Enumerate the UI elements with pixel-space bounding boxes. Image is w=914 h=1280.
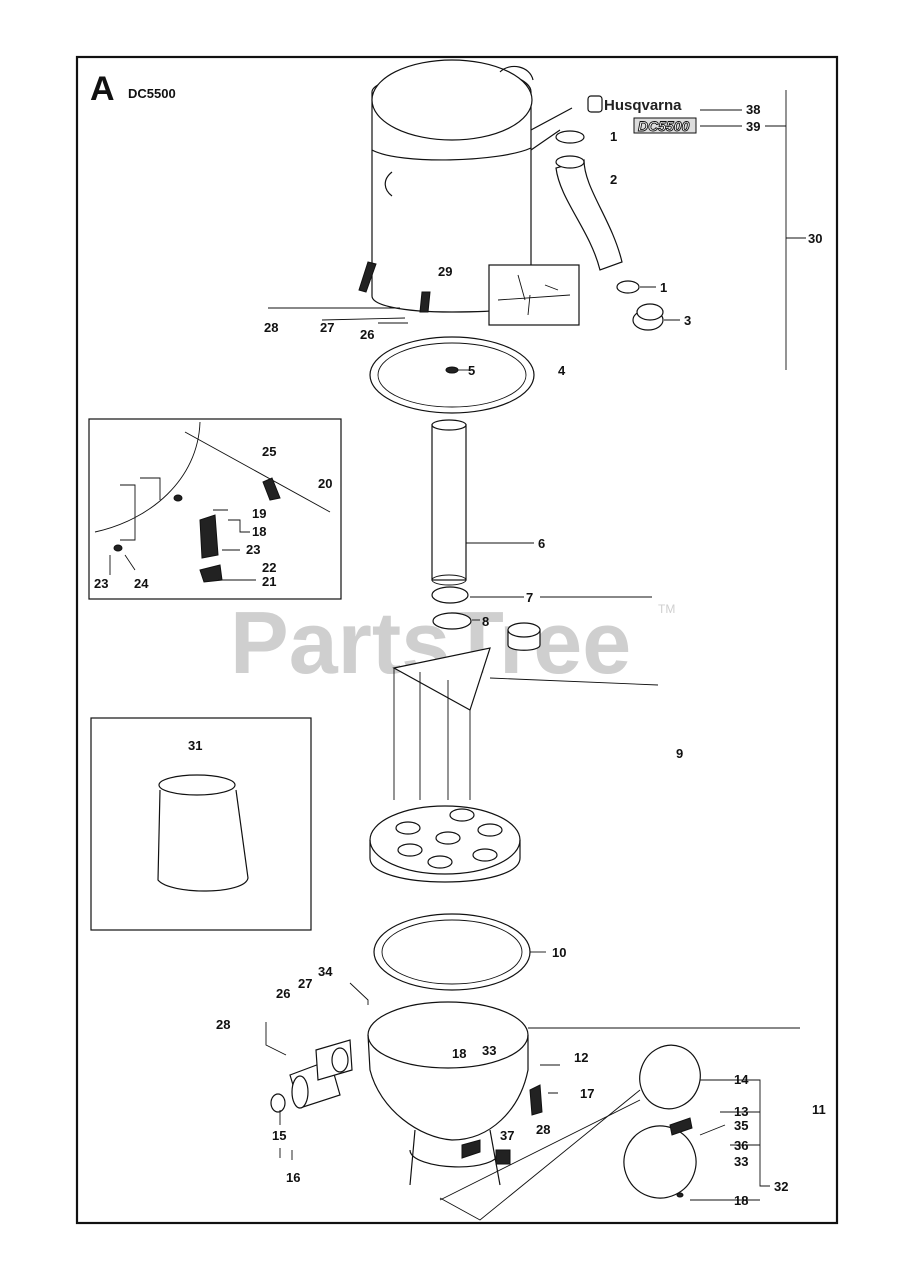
ring-8 — [432, 612, 472, 630]
callout-18c: 18 — [734, 1193, 748, 1208]
callout-18b: 18 — [452, 1046, 466, 1061]
callout-23b: 23 — [94, 576, 108, 591]
callout-3: 3 — [684, 313, 691, 328]
callout-5: 5 — [468, 363, 475, 378]
callout-15: 15 — [272, 1128, 286, 1143]
callout-39: 39 — [746, 119, 760, 134]
callout-14: 14 — [734, 1072, 749, 1087]
callout-26b: 26 — [276, 986, 290, 1001]
callout-22: 22 — [262, 560, 276, 575]
callout-25: 25 — [262, 444, 276, 459]
svg-text:DC5500: DC5500 — [638, 118, 690, 134]
callout-33a: 33 — [482, 1043, 496, 1058]
callout-32: 32 — [774, 1179, 788, 1194]
callout-20: 20 — [318, 476, 332, 491]
svg-text:TM: TM — [658, 602, 675, 616]
drum-gasket — [373, 913, 531, 991]
sleeve — [507, 622, 541, 651]
callout-21: 21 — [262, 574, 276, 589]
diagram-frame — [75, 55, 839, 1225]
hopper — [367, 1001, 529, 1186]
callout-6: 6 — [538, 536, 545, 551]
brand-badge: Husqvarna DC5500 — [587, 95, 697, 134]
callout-1a: 1 — [610, 129, 617, 144]
callout-26a: 26 — [360, 327, 374, 342]
callout-28b: 28 — [216, 1017, 230, 1032]
callout-17: 17 — [580, 1086, 594, 1101]
callout-9: 9 — [676, 746, 683, 761]
callout-2: 2 — [610, 172, 617, 187]
callout-12: 12 — [574, 1050, 588, 1065]
inlet-assembly — [270, 1039, 353, 1113]
callout-31: 31 — [188, 738, 202, 753]
clean-out-door — [623, 1044, 726, 1199]
callout-28a: 28 — [264, 320, 278, 335]
latch — [529, 1084, 543, 1116]
callout-7: 7 — [526, 590, 533, 605]
callout-4: 4 — [558, 363, 566, 378]
callout-11: 11 — [812, 1102, 826, 1117]
callout-33b: 33 — [734, 1154, 748, 1169]
drum-top — [358, 59, 573, 313]
tube — [431, 419, 467, 586]
svg-text:Husqvarna: Husqvarna — [604, 97, 682, 114]
callout-1b: 1 — [660, 280, 667, 295]
callout-29: 29 — [438, 264, 452, 279]
lid-gasket — [369, 336, 535, 414]
callout-27b: 27 — [298, 976, 312, 991]
callout-13: 13 — [734, 1104, 748, 1119]
callout-34: 34 — [318, 964, 333, 979]
model-code: DC5500 — [128, 86, 176, 101]
callout-10: 10 — [552, 945, 566, 960]
callout-30: 30 — [808, 231, 822, 246]
callout-16: 16 — [286, 1170, 300, 1185]
callout-labels: 38 39 1 2 30 29 1 3 28 27 26 5 4 25 20 1… — [94, 102, 826, 1208]
callout-36: 36 — [734, 1138, 748, 1153]
callout-35: 35 — [734, 1118, 748, 1133]
callout-18a: 18 — [252, 524, 266, 539]
cyclone-assembly — [369, 647, 521, 883]
callout-8: 8 — [482, 614, 489, 629]
callout-38: 38 — [746, 102, 760, 117]
section-letter: A — [90, 70, 115, 108]
ring-7 — [431, 586, 469, 604]
callout-23a: 23 — [246, 542, 260, 557]
callout-24: 24 — [134, 576, 149, 591]
callout-19: 19 — [252, 506, 266, 521]
leader-lines — [109, 90, 806, 1221]
inset-filter-bag — [90, 717, 312, 931]
callout-28c: 28 — [536, 1122, 550, 1137]
callout-37: 37 — [500, 1128, 514, 1143]
hose-assembly — [555, 130, 664, 331]
callout-27a: 27 — [320, 320, 334, 335]
